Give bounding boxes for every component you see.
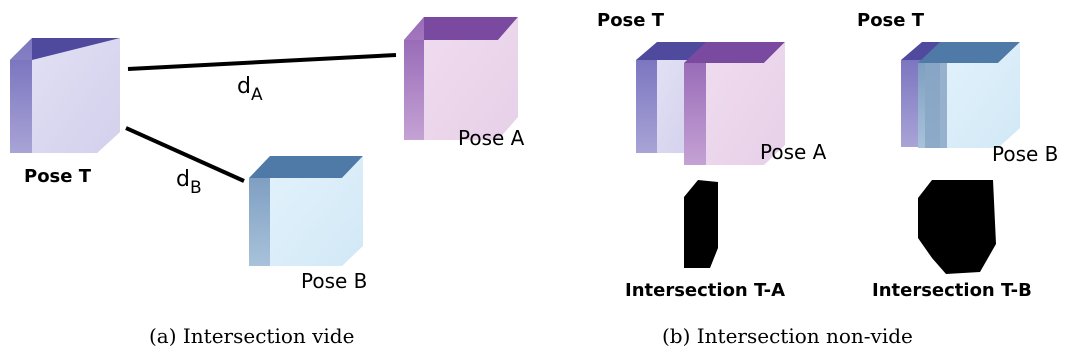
label-intersection-t-a: Intersection T-A: [625, 280, 786, 301]
intersection-shape-t-a: [684, 180, 718, 268]
label-pose-t: Pose T: [24, 166, 92, 187]
cube-pose-t: [10, 38, 120, 153]
cube-pose-a: [404, 17, 518, 140]
label-right-pose-t: Pose T: [857, 10, 925, 31]
label-intersection-t-b: Intersection T-B: [872, 280, 1032, 301]
label-right-pose-b: Pose B: [992, 142, 1059, 166]
label-pose-b: Pose B: [301, 269, 368, 293]
cube-pose-b: [249, 156, 363, 266]
label-distance-a: dA: [237, 74, 263, 105]
label-left-pose-t: Pose T: [597, 10, 665, 31]
distance-line-b: [125, 126, 245, 183]
label-left-pose-a: Pose A: [760, 140, 827, 164]
label-pose-a: Pose A: [458, 126, 525, 150]
overlap-pose-t-b: [901, 42, 1020, 148]
caption-a: (a) Intersection vide: [149, 324, 355, 348]
overlap-pose-t-a: [636, 42, 785, 165]
label-distance-b: dB: [176, 167, 202, 198]
distance-line-a: [127, 53, 397, 71]
caption-b: (b) Intersection non-vide: [662, 324, 913, 348]
intersection-shape-t-b: [918, 180, 996, 274]
